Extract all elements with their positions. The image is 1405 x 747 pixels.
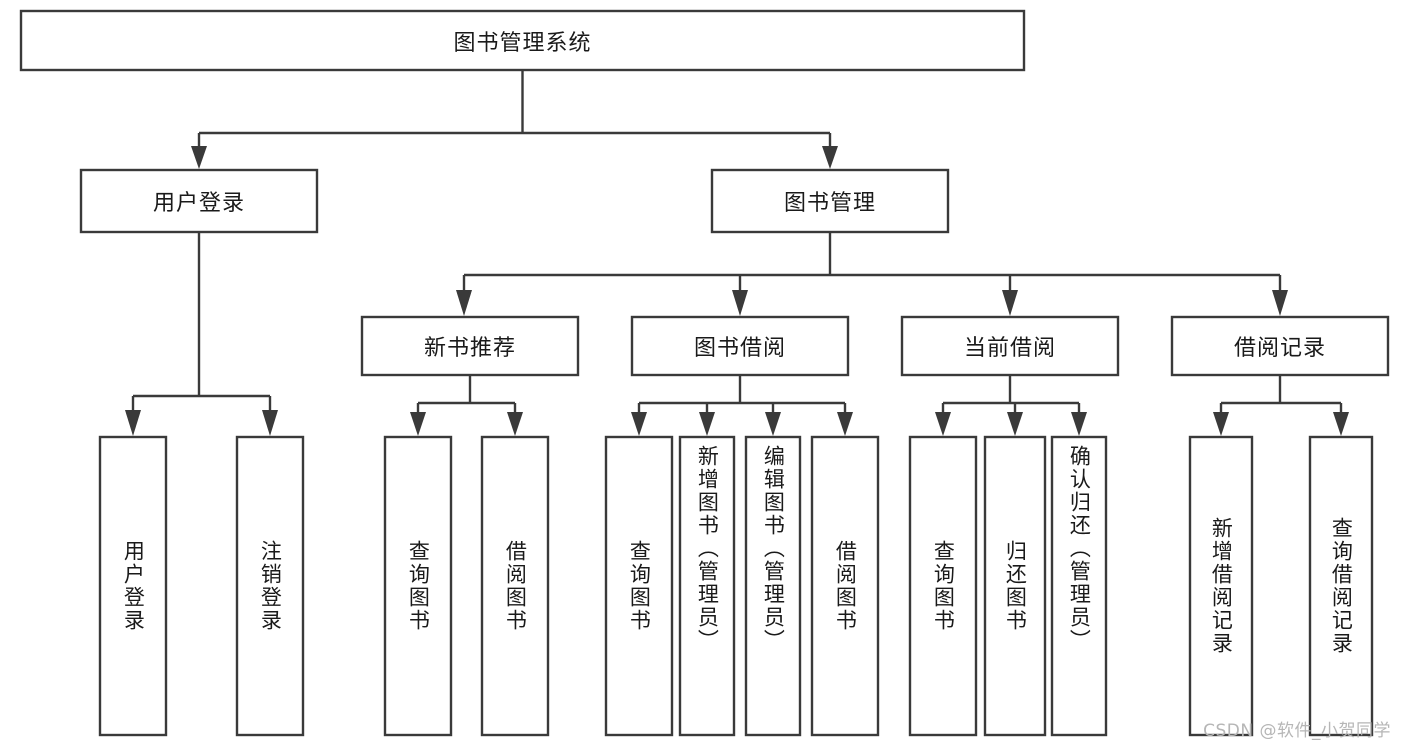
- node-box-current-borrow[interactable]: [900, 315, 1120, 377]
- arrowhead-newbook-recommend: [456, 290, 472, 316]
- arrowhead-current-leaf-1: [935, 412, 951, 436]
- node-box-book-borrow[interactable]: [630, 315, 850, 377]
- connector-group-current-to-leaves: [935, 375, 1087, 436]
- arrowhead-borrow-leaf-2: [699, 412, 715, 436]
- node-box-root[interactable]: [19, 9, 1026, 72]
- node-box-leaf-add-book[interactable]: [678, 435, 736, 737]
- arrowhead-borrow-record: [1272, 290, 1288, 316]
- arrowhead-borrow-leaf-3: [765, 412, 781, 436]
- node-box-leaf-borrow-book-1[interactable]: [480, 435, 550, 737]
- arrowhead-record-leaf-2: [1333, 412, 1349, 436]
- node-box-leaf-query-book-3[interactable]: [908, 435, 978, 737]
- node-box-leaf-logout[interactable]: [235, 435, 305, 737]
- node-box-leaf-borrow-book-2[interactable]: [810, 435, 880, 737]
- connector-group-record-to-leaves: [1213, 375, 1349, 436]
- node-box-newbook-recommend[interactable]: [360, 315, 580, 377]
- arrowhead-current-leaf-3: [1071, 412, 1087, 436]
- node-box-user-login[interactable]: [79, 168, 319, 234]
- node-box-leaf-query-book-1[interactable]: [383, 435, 453, 737]
- arrowhead-book-manage: [822, 146, 838, 169]
- node-box-leaf-query-record[interactable]: [1308, 435, 1374, 737]
- node-box-leaf-add-record[interactable]: [1188, 435, 1254, 737]
- node-box-leaf-user-login[interactable]: [98, 435, 168, 737]
- node-box-book-manage[interactable]: [710, 168, 950, 234]
- arrowhead-current-borrow: [1002, 290, 1018, 316]
- arrowhead-leaf-logout: [262, 410, 278, 436]
- connector-group-bookmanage-to-level3: [456, 232, 1288, 316]
- connector-group-root-to-level2: [191, 70, 838, 169]
- connector-group-user-login-to-leaves: [125, 232, 278, 436]
- arrowhead-borrow-leaf-4: [837, 412, 853, 436]
- arrowhead-newbook-leaf-2: [507, 412, 523, 436]
- node-box-leaf-query-book-2[interactable]: [604, 435, 674, 737]
- arrowhead-newbook-leaf-1: [410, 412, 426, 436]
- arrowhead-book-borrow: [732, 290, 748, 316]
- arrowhead-record-leaf-1: [1213, 412, 1229, 436]
- arrowhead-current-leaf-2: [1007, 412, 1023, 436]
- node-box-leaf-return-book[interactable]: [983, 435, 1047, 737]
- arrowhead-user-login: [191, 146, 207, 169]
- arrowhead-borrow-leaf-1: [631, 412, 647, 436]
- arrowhead-leaf-user-login: [125, 410, 141, 436]
- node-box-leaf-edit-book[interactable]: [744, 435, 802, 737]
- connector-group-borrow-to-leaves: [631, 375, 853, 436]
- connector-group-newbook-to-leaves: [410, 375, 523, 436]
- node-box-borrow-record[interactable]: [1170, 315, 1390, 377]
- node-box-leaf-confirm-return[interactable]: [1050, 435, 1108, 737]
